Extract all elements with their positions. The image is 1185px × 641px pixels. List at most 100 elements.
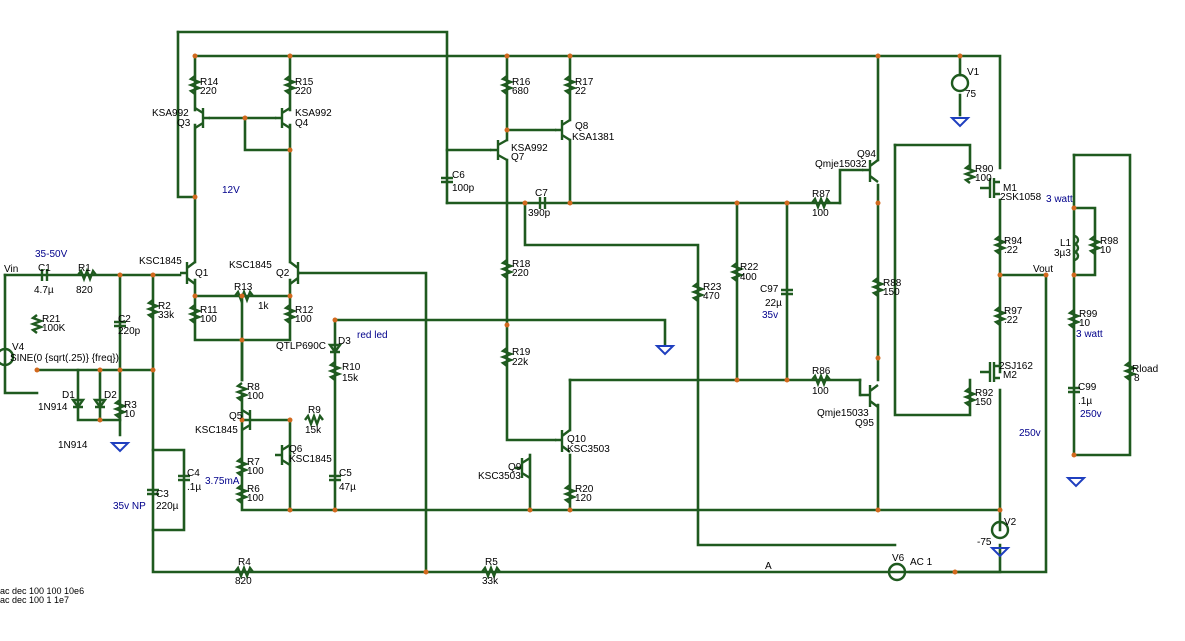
r90-value: 100 — [975, 173, 992, 184]
q4-name: Q4 — [295, 118, 309, 129]
r13-name: R13 — [234, 282, 253, 293]
r99-body — [1066, 309, 1082, 329]
r14-body — [187, 75, 203, 95]
junction — [567, 53, 573, 59]
r86-value: 100 — [812, 386, 829, 397]
r19-name: R19 — [512, 347, 531, 358]
current-note: 3.75mA — [205, 476, 240, 487]
v6-name: V6 — [892, 553, 905, 564]
q9-name: Q9 — [508, 462, 522, 473]
junction — [34, 367, 40, 373]
q5-body — [241, 408, 252, 432]
r12-value: 100 — [295, 314, 312, 325]
capacitors — [40, 176, 1080, 496]
r11-value: 100 — [200, 314, 217, 325]
junction — [957, 53, 963, 59]
r1-value: 820 — [76, 285, 93, 296]
r17-name: R17 — [575, 77, 594, 88]
r16-value: 680 — [512, 86, 529, 97]
r13-value: 1k — [258, 301, 270, 312]
c1-name: C1 — [38, 263, 51, 274]
junction — [997, 507, 1003, 513]
q3-name: Q3 — [177, 118, 191, 129]
r7-name: R7 — [247, 457, 260, 468]
c7-value: 390p — [528, 208, 551, 219]
q4-value: KSA992 — [295, 108, 332, 119]
d1-name: D1 — [62, 390, 75, 401]
r5-value: 33k — [482, 576, 499, 587]
v1-name: V1 — [967, 67, 980, 78]
junction — [952, 569, 958, 575]
junctions — [34, 53, 1077, 575]
q7-name: Q7 — [511, 152, 525, 163]
junction — [239, 337, 245, 343]
r87-value: 100 — [812, 208, 829, 219]
r6-value: 100 — [247, 493, 264, 504]
r94-name: R94 — [1004, 236, 1023, 247]
d2-body — [92, 398, 108, 410]
r22-name: R22 — [740, 262, 759, 273]
r10-body — [327, 361, 343, 381]
c3-body — [147, 488, 159, 496]
junction — [522, 200, 528, 206]
junction — [287, 293, 293, 299]
r90-body — [962, 164, 978, 184]
r92-body — [962, 387, 978, 407]
q1-value: KSC1845 — [139, 256, 182, 267]
q6-body — [275, 443, 291, 467]
r88-body — [870, 277, 886, 297]
ground-symbol — [949, 117, 971, 128]
c1-body — [40, 269, 49, 281]
junction — [192, 293, 198, 299]
junction — [287, 53, 293, 59]
r17-body — [562, 75, 578, 95]
m2-name: M2 — [1003, 370, 1017, 381]
q8-body — [555, 118, 571, 142]
r94-body — [992, 235, 1008, 255]
junction — [567, 507, 573, 513]
r2-name: R2 — [158, 301, 171, 312]
r98-watt-note: 3 watt — [1046, 194, 1073, 205]
v4-name: V4 — [12, 342, 25, 353]
r99-value: 10 — [1079, 318, 1091, 329]
q9-value: KSC3503 — [478, 471, 521, 482]
c5-name: C5 — [339, 468, 352, 479]
net-label-a: A — [765, 561, 772, 572]
r98-body — [1087, 235, 1103, 255]
junction — [239, 417, 245, 423]
q3-body — [194, 106, 210, 130]
c7-name: C7 — [535, 188, 548, 199]
ground-symbol — [1065, 477, 1087, 488]
r17-value: 22 — [575, 86, 587, 97]
c4-body — [178, 474, 190, 482]
ground-symbol — [109, 442, 131, 453]
junction — [504, 53, 510, 59]
junction — [150, 272, 156, 278]
r22-body — [729, 262, 745, 282]
rail-12v-note: 12V — [222, 185, 240, 196]
spice-directive-1: ac dec 100 100 10e6 — [0, 586, 84, 596]
q1-name: Q1 — [195, 268, 209, 279]
r19-body — [499, 347, 515, 367]
r4-body — [234, 564, 254, 580]
junction — [242, 115, 248, 121]
junction — [875, 53, 881, 59]
junction — [527, 507, 533, 513]
c2-body — [114, 320, 126, 328]
junction — [332, 507, 338, 513]
c4-name: C4 — [187, 468, 200, 479]
c99-value: .1µ — [1078, 396, 1092, 407]
junction — [1071, 205, 1077, 211]
junction — [734, 377, 740, 383]
junction — [117, 367, 123, 373]
v2-value: -75 — [977, 537, 992, 548]
r1-body — [77, 267, 97, 283]
r18-name: R18 — [512, 259, 531, 270]
junction — [504, 127, 510, 133]
c97-value: 22µ — [765, 298, 782, 309]
r2-body — [145, 299, 161, 319]
r92-name: R92 — [975, 388, 994, 399]
c99-name: C99 — [1078, 382, 1097, 393]
r8-value: 100 — [247, 391, 264, 402]
l1-body — [1073, 234, 1080, 262]
